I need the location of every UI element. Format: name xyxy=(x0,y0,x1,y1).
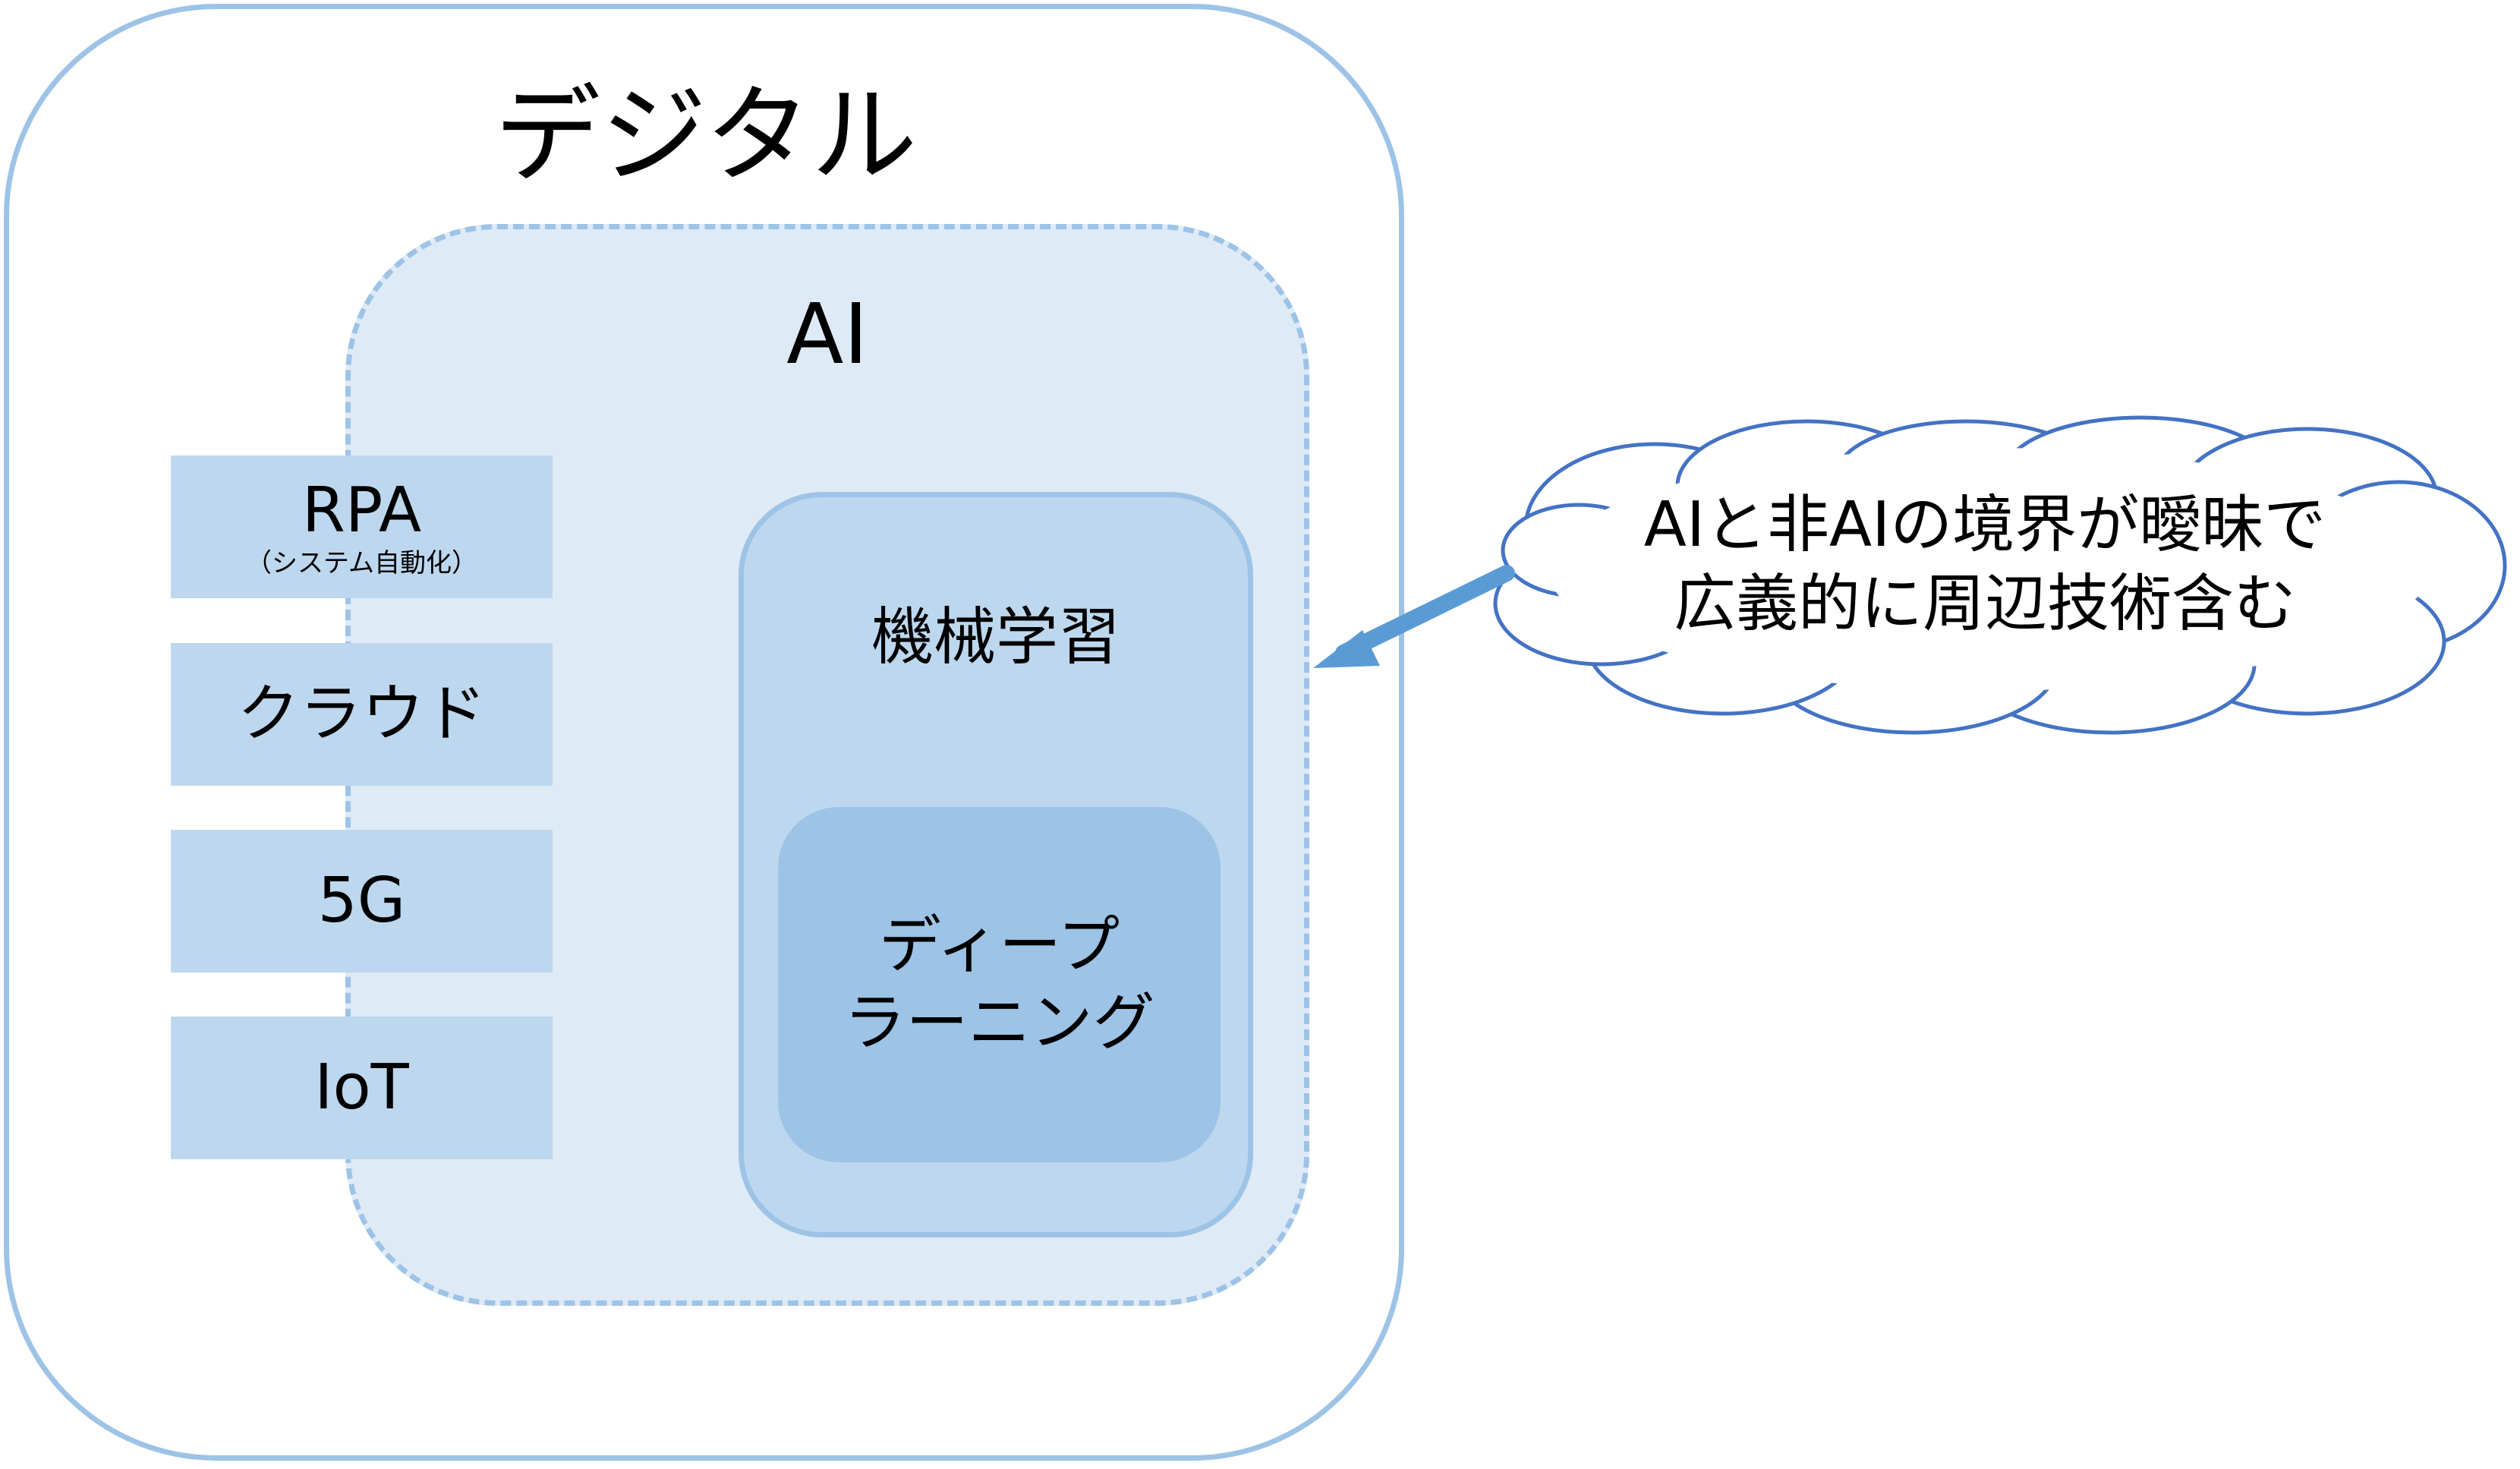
deep-learning-line2: ラーニング xyxy=(843,987,1155,1059)
tech-item-label: RPA xyxy=(301,474,422,547)
deep-learning-box xyxy=(778,807,1221,1162)
callout-line2: 広義的に周辺技術含む xyxy=(1673,568,2296,640)
tech-item-rpa: RPA （システム自動化） xyxy=(171,456,553,598)
tech-item-label: 5G xyxy=(317,865,406,937)
callout-line1: AIと非AIの境界が曖昧で xyxy=(1643,489,2326,561)
tech-item-label: IoT xyxy=(314,1051,409,1124)
tech-item-cloud: クラウド xyxy=(171,643,553,786)
digital-title: デジタル xyxy=(494,74,918,198)
callout-text: AIと非AIの境界が曖昧で 広義的に周辺技術含む xyxy=(1556,486,2414,644)
machine-learning-title: 機械学習 xyxy=(871,601,1120,673)
tech-item-iot: IoT xyxy=(171,1017,553,1159)
ai-title: AI xyxy=(786,285,868,383)
callout-arrow xyxy=(1313,565,1515,668)
tech-item-5g: 5G xyxy=(171,830,553,973)
deep-learning-title: ディープ ラーニング xyxy=(778,907,1221,1062)
tech-item-label: クラウド xyxy=(237,678,487,750)
tech-item-sublabel: （システム自動化） xyxy=(246,548,477,578)
callout-cloud xyxy=(1493,415,2507,735)
deep-learning-line1: ディープ xyxy=(878,909,1120,982)
